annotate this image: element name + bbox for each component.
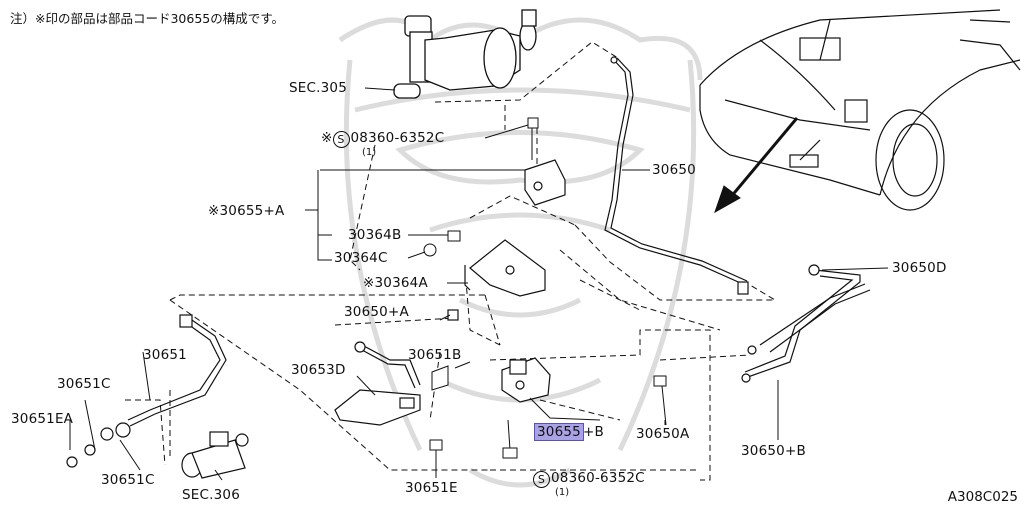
- assembly-outline: [125, 41, 777, 481]
- label-30364A[interactable]: ※30364A: [363, 275, 428, 291]
- bolt-bottom: [502, 419, 518, 459]
- label-30655B[interactable]: 30655+B: [534, 423, 604, 441]
- part-suffix-B: +B: [582, 424, 604, 440]
- label-30651C-bottom[interactable]: 30651C: [101, 472, 155, 488]
- label-30650-plus-B[interactable]: 30650+B: [741, 443, 806, 459]
- hose-30651: [66, 314, 227, 468]
- label-sec306[interactable]: SEC.306: [182, 487, 240, 503]
- label-30364C[interactable]: 30364C: [334, 250, 388, 266]
- label-30650[interactable]: 30650: [652, 162, 696, 178]
- hose-30650A: [354, 309, 459, 389]
- label-30653D[interactable]: 30653D: [291, 362, 346, 378]
- direction-arrow: [728, 117, 799, 199]
- vehicle-front-illustration: [699, 9, 1021, 211]
- label-30651C-top[interactable]: 30651C: [57, 376, 111, 392]
- label-30651B[interactable]: 30651B: [408, 347, 462, 363]
- bracket-30653D: [334, 389, 421, 426]
- fittings-30364: [423, 230, 461, 257]
- leader-lines: [69, 124, 889, 481]
- label-30650-plus-A[interactable]: 30650+A: [344, 304, 409, 320]
- connector-block-30655A: [524, 159, 566, 206]
- clutch-slave-cylinder: [181, 431, 249, 479]
- label-30651EA[interactable]: 30651EA: [11, 411, 74, 427]
- label-30655A[interactable]: ※30655+A: [208, 203, 285, 219]
- label-30650D[interactable]: 30650D: [892, 260, 947, 276]
- highlighted-part-30655: 30655: [534, 423, 584, 441]
- bolt-bottom-code: 08360-6352C: [551, 470, 645, 486]
- bolt-30651E: [429, 439, 443, 470]
- s-circle-icon: S: [533, 471, 550, 488]
- label-30651E[interactable]: 30651E: [405, 480, 458, 496]
- junction-bracket-30364A: [464, 239, 546, 297]
- bolt-30650A: [653, 375, 667, 426]
- bolt-bottom-qty: (1): [555, 487, 570, 498]
- s-circle-icon: S: [332, 131, 350, 148]
- pipe-30650: [604, 56, 749, 295]
- label-30364B[interactable]: 30364B: [348, 227, 402, 243]
- clip-30651B: [431, 365, 449, 391]
- label-30651[interactable]: 30651: [143, 347, 187, 363]
- parts-note: 注）※印の部品は部品コード30655の構成です。: [10, 11, 284, 26]
- label-sec305[interactable]: SEC.305: [289, 80, 347, 96]
- label-30650A[interactable]: 30650A: [636, 426, 690, 442]
- pipe-30650D: [741, 264, 871, 383]
- figure-code: A308C025: [947, 489, 1018, 505]
- asterisk-mark: ※: [321, 130, 333, 146]
- bolt-top-qty: (1): [362, 147, 377, 158]
- bolt-top: [527, 117, 539, 160]
- bolt-top-code: 08360-6352C: [350, 130, 445, 146]
- connector-block-30655B: [501, 357, 551, 403]
- clutch-master-cylinder: [393, 9, 537, 99]
